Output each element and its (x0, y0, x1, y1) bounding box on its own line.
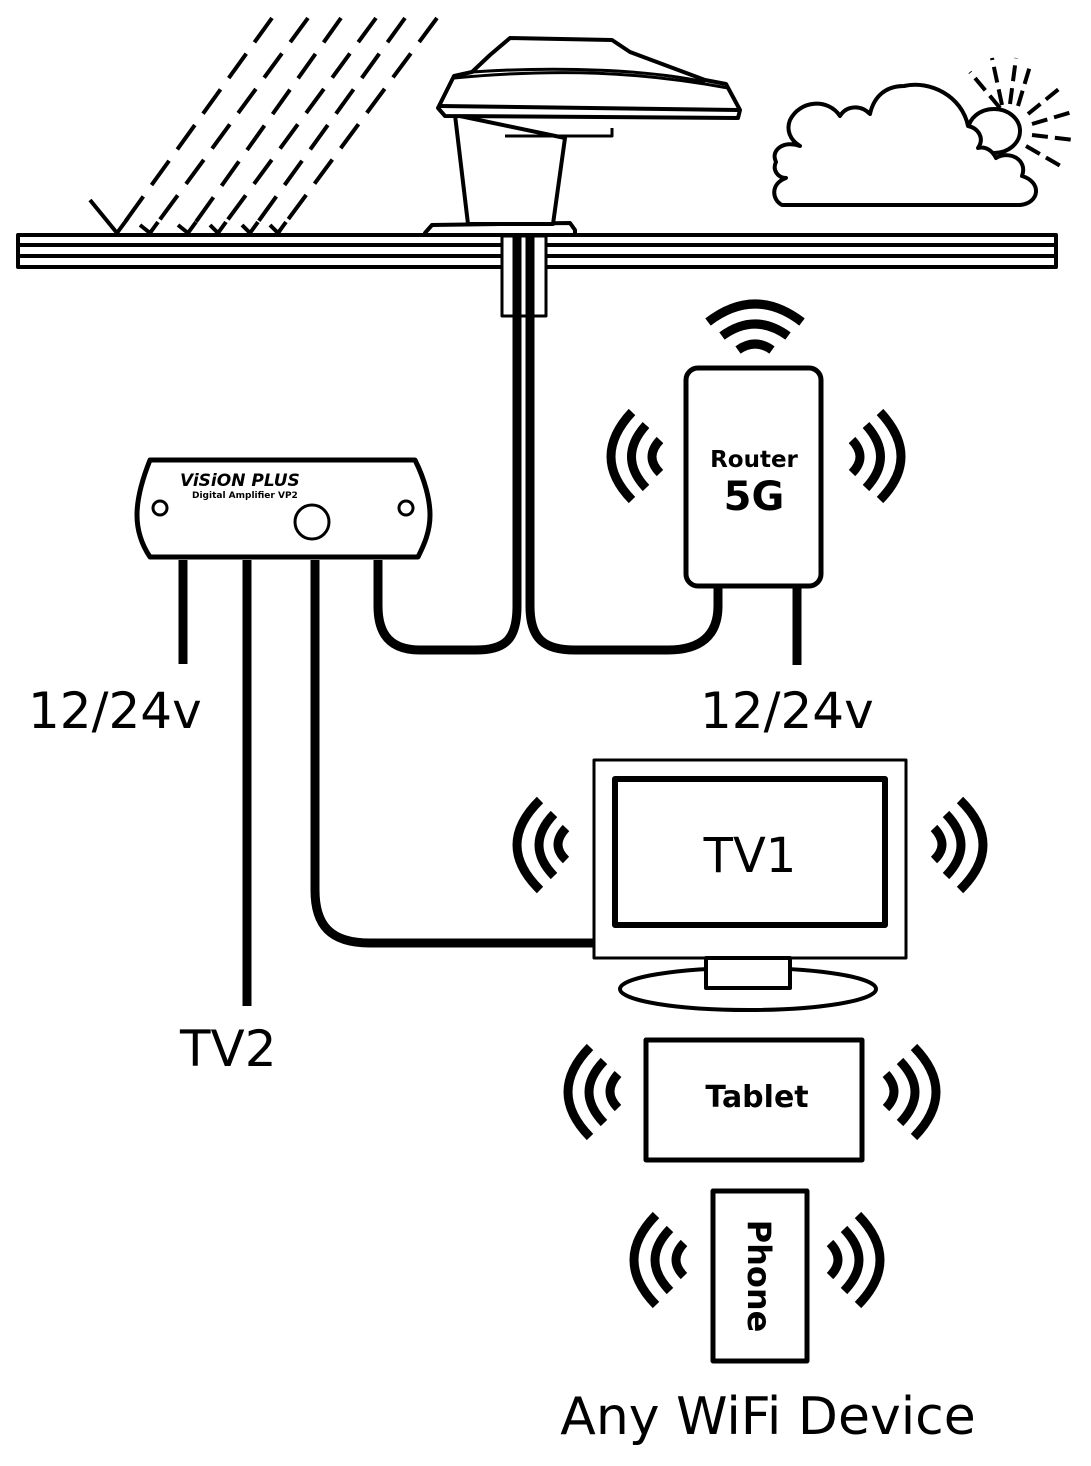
phone-left-signal-icon (629, 1211, 688, 1309)
amplifier-power-label: 12/24v (28, 682, 202, 740)
tv2-label: TV2 (179, 1020, 277, 1078)
amplifier-to-tv1-cable (310, 560, 596, 948)
router-right-signal-icon (848, 408, 906, 504)
wifi-signal-icon (705, 299, 805, 354)
tv1: TV1 (592, 758, 908, 1012)
router: Router 5G (683, 365, 824, 589)
tablet-left-signal-icon (563, 1043, 622, 1141)
amplifier: ViSiON PLUS Digital Amplifier VP2 (134, 457, 433, 560)
rain-icon (115, 16, 439, 235)
amplifier-left-mount-hole (151, 499, 169, 517)
cloud-icon (772, 82, 1038, 207)
router-label: Router (710, 447, 798, 473)
antenna-to-router-cable (525, 236, 723, 655)
rain-splash-icon (88, 198, 288, 235)
cable-gland (500, 234, 548, 318)
tablet-label: Tablet (705, 1080, 808, 1115)
phone: Phone (710, 1188, 810, 1364)
phone-right-signal-icon (826, 1211, 885, 1309)
antenna-to-amplifier-cable (373, 236, 522, 655)
amplifier-power-led (293, 503, 331, 541)
router-left-signal-icon (606, 408, 664, 504)
amplifier-right-mount-hole (397, 499, 415, 517)
phone-label: Phone (740, 1220, 778, 1333)
tablet: Tablet (643, 1037, 865, 1163)
tv1-label: TV1 (703, 828, 797, 884)
router-power-label: 12/24v (700, 682, 874, 740)
tv1-right-signal-icon (930, 796, 988, 894)
tv1-left-signal-icon (512, 796, 570, 894)
wifi-devices-caption: Any WiFi Device (560, 1387, 976, 1447)
amplifier-model: Digital Amplifier VP2 (192, 491, 298, 501)
tablet-right-signal-icon (882, 1043, 941, 1141)
router-5g-label: 5G (724, 474, 785, 520)
antenna-dome (423, 36, 742, 237)
amplifier-brand: ViSiON PLUS (180, 471, 300, 491)
